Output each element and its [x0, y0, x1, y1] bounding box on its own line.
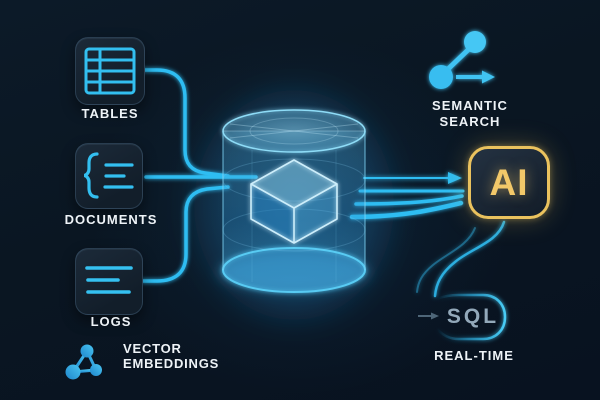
- source-card-tables: [75, 37, 145, 105]
- curve-sql-1: [433, 220, 506, 298]
- wire-logs: [140, 185, 230, 283]
- source-label-logs: LOGS: [90, 314, 132, 329]
- database-cylinder: [218, 109, 370, 293]
- source-label-tables: TABLES: [81, 106, 139, 121]
- arrowhead-ai: [448, 172, 462, 184]
- input-wires: [140, 68, 258, 283]
- sql-label: SQL: [446, 305, 500, 328]
- source-label-documents: DOCUMENTS: [64, 212, 158, 227]
- json-brace-lines-icon: [83, 152, 134, 199]
- graph-nodes-triangle-icon: [65, 344, 102, 380]
- vector-embeddings-label: VECTOR EMBEDDINGS: [123, 341, 219, 371]
- nodes-share-arrow-icon: [429, 31, 495, 89]
- wire-ai-4: [349, 200, 464, 220]
- semantic-search-line2: SEARCH: [439, 113, 501, 129]
- ai-label: AI: [489, 161, 529, 203]
- source-card-documents: [75, 143, 143, 209]
- ai-badge: AI: [468, 146, 550, 219]
- output-wires: [349, 172, 465, 220]
- log-lines-icon: [85, 265, 133, 294]
- vector-embeddings-line2: EMBEDDINGS: [123, 356, 220, 371]
- cube-icon: [250, 159, 338, 244]
- cylinder-top-wireframe: [223, 123, 365, 139]
- semantic-search-line1: SEMANTIC: [432, 98, 508, 113]
- cylinder-ambient-glow: [194, 90, 394, 320]
- source-card-logs: [75, 248, 143, 315]
- ai-to-sql-curves: [416, 220, 506, 298]
- curve-sql-2: [416, 227, 476, 293]
- vector-embeddings-line1: VECTOR: [123, 341, 182, 356]
- realtime-label: REAL-TIME: [434, 348, 514, 363]
- table-grid-icon: [84, 47, 136, 95]
- wire-tables: [140, 68, 230, 178]
- wire-ai-3: [354, 194, 464, 206]
- semantic-search-label: SEMANTIC SEARCH: [408, 98, 532, 129]
